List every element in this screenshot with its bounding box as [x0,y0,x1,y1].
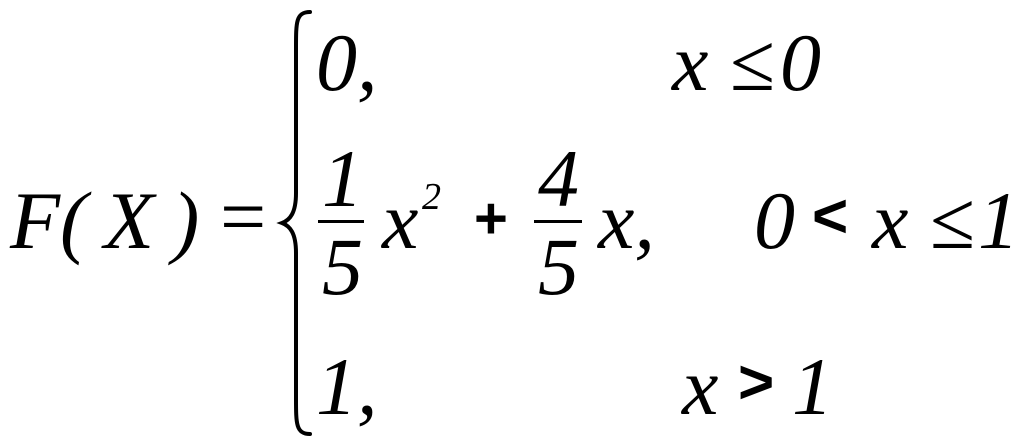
case-2-frac2-bar [534,220,582,223]
equals-sign: = [220,171,267,262]
case-2-term1-exponent: 2 [422,176,441,218]
case-3-condition-var: x [682,341,719,432]
case-2-condition-var: x [872,175,909,266]
case-3-condition-value: 1 [792,341,833,432]
case-2-frac2-numerator: 4 [538,133,579,224]
case-2-frac1-bar [318,220,364,223]
case-1-condition-value: 0 [780,17,821,108]
case-1-condition-var: x [672,17,709,108]
function-name: F [10,175,61,266]
case-2-frac1-numerator: 1 [322,133,363,224]
case-2-condition-op2: ≤ [930,175,976,266]
open-paren: ( [60,175,88,266]
case-2-condition-op1: < [812,182,849,251]
case-2-frac2-denominator: 5 [538,221,579,312]
case-2-term1-var: x [382,175,419,266]
case-2-term2: x, [598,175,655,266]
case-2-plus: + [474,186,508,251]
case-1-condition-op: ≤ [730,17,776,108]
lhs-variable: X [104,175,155,266]
case-2-condition-left: 0 [754,175,795,266]
case-3-condition-op: > [738,348,775,417]
case-2-frac1-denominator: 5 [322,221,363,312]
case-3-value: 1, [316,341,378,432]
close-paren: ) [172,175,200,266]
case-1-value: 0, [316,17,378,108]
left-brace-icon [276,10,312,436]
case-2-condition-value: 1 [978,175,1019,266]
